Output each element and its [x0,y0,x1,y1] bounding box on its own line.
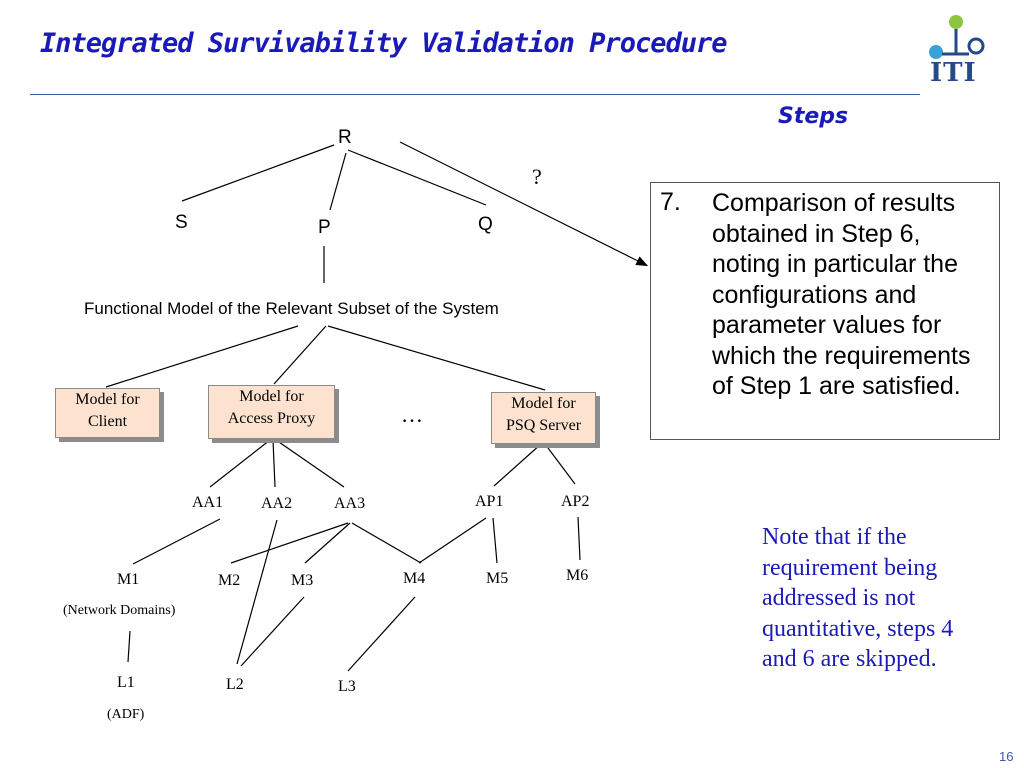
node-aa3: AA3 [334,495,366,512]
edge-aa1-m1 [132,518,221,565]
node-q: Q [478,214,493,235]
node-aa1: AA1 [192,494,224,511]
node-s: S [175,212,188,233]
slide-title: Integrated Survivability Validation Proc… [40,28,727,59]
model-client-line2: Client [87,413,128,430]
node-ap2: AP2 [561,493,590,510]
model-psq-line2: PSQ Server [505,417,582,434]
node-m4: M4 [403,570,426,587]
arrow-step-to-r [399,141,649,267]
edge-proxy-aa1 [209,439,271,488]
model-proxy-line2: Access Proxy [227,410,316,427]
node-l1: L1 [117,674,135,691]
edge-proxy-aa3 [275,439,345,488]
step-number: 7. [660,188,681,216]
node-m6: M6 [566,567,589,584]
node-m5: M5 [486,570,509,587]
edge-psq-ap2 [544,443,576,485]
node-l3: L3 [338,678,356,695]
page-number: 16 [999,749,1014,764]
node-r: R [338,127,352,148]
l1-note: (ADF) [107,707,145,722]
model-psq-line1: Model for [511,395,576,412]
m1-note: (Network Domains) [63,603,176,618]
edge-m4-l3 [347,596,416,672]
node-m1: M1 [117,571,140,588]
node-aa2: AA2 [261,495,293,512]
iti-logo-icon [929,15,985,59]
node-l2: L2 [226,676,244,693]
edge-psq-ap1 [493,443,542,487]
step-box [650,182,1000,440]
model-psq-server-box: Model for PSQ Server [491,392,596,444]
edge-r-s [181,144,335,202]
more-models-ellipsis: … [401,402,423,427]
node-p: P [318,217,331,238]
edge-m3-l2 [240,596,305,667]
model-client-line1: Model for [75,391,140,408]
edge-ap2-m6 [577,516,581,561]
edge-fm-psq [327,325,546,391]
edge-r-q [347,149,487,206]
edge-ap1-m5 [492,517,498,564]
node-m3: M3 [291,572,314,589]
edge-proxy-aa2 [272,439,276,488]
edge-aa2-l2 [236,519,278,665]
note-text: Note that if the requirement being addre… [762,524,954,672]
edge-fm-client [105,325,299,388]
functional-model-label: Functional Model of the Relevant Subset … [84,299,499,318]
edge-fm-proxy [273,325,327,385]
edge-aa3-m3 [304,522,351,564]
title-divider [30,94,920,95]
model-access-proxy-box: Model for Access Proxy [208,385,335,439]
edge-aa3-m2 [230,522,349,564]
section-heading: Steps [778,104,849,129]
edge-m1-l1 [127,630,131,663]
edge-aa3-m4 [351,522,422,564]
question-mark: ? [532,164,542,189]
model-proxy-line1: Model for [239,388,304,405]
step-text: Comparison of results obtained in Step 6… [712,189,971,400]
node-m2: M2 [218,572,241,589]
edge-ap1-m4 [418,517,487,564]
node-ap1: AP1 [475,493,504,510]
logo-text: ITI [930,58,977,88]
model-client-box: Model for Client [55,388,160,438]
edge-r-p [329,152,347,211]
